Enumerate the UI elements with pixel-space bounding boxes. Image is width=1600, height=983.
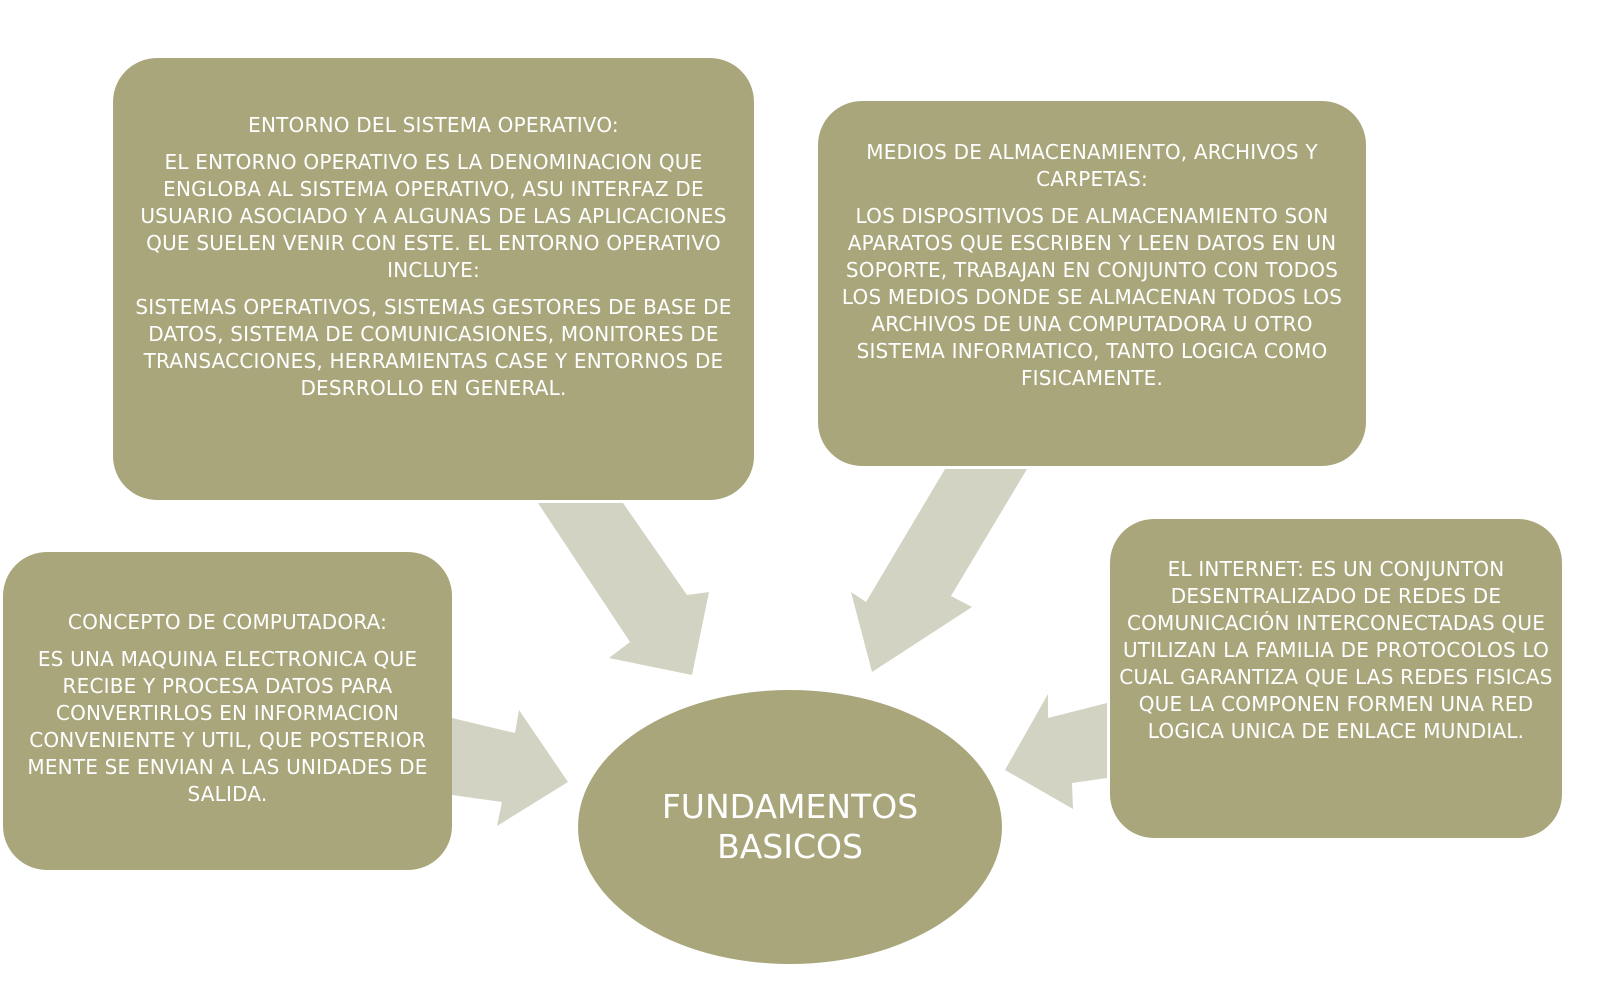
arrow-medios-to-center bbox=[851, 469, 1027, 672]
node-concepto-computadora: CONCEPTO DE COMPUTADORA: ES UNA MAQUINA … bbox=[3, 552, 452, 870]
arrow-internet-to-center bbox=[1005, 694, 1107, 809]
node-medios-almacenamiento: MEDIOS DE ALMACENAMIENTO, ARCHIVOS Y CAR… bbox=[818, 101, 1366, 466]
node-entorno-extra: SISTEMAS OPERATIVOS, SISTEMAS GESTORES D… bbox=[135, 295, 732, 400]
node-medios-title: MEDIOS DE ALMACENAMIENTO, ARCHIVOS Y CAR… bbox=[866, 140, 1318, 191]
arrow-computadora-to-center bbox=[452, 710, 568, 826]
arrow-entorno-to-center bbox=[538, 503, 709, 675]
node-entorno-body: EL ENTORNO OPERATIVO ES LA DENOMINACION … bbox=[140, 150, 727, 282]
center-node-fundamentos: FUNDAMENTOS BASICOS bbox=[578, 690, 1002, 964]
node-medios-body: LOS DISPOSITIVOS DE ALMACENAMIENTO SON A… bbox=[841, 204, 1343, 390]
node-internet-body: EL INTERNET: ES UN CONJUNTON DESENTRALIZ… bbox=[1119, 557, 1553, 743]
node-computadora-body: ES UNA MAQUINA ELECTRONICA QUE RECIBE Y … bbox=[27, 647, 428, 806]
center-node-label: FUNDAMENTOS BASICOS bbox=[661, 787, 919, 866]
node-internet: EL INTERNET: ES UN CONJUNTON DESENTRALIZ… bbox=[1110, 519, 1562, 838]
node-entorno-sistema-operativo: ENTORNO DEL SISTEMA OPERATIVO: EL ENTORN… bbox=[113, 58, 754, 500]
node-computadora-title: CONCEPTO DE COMPUTADORA: bbox=[67, 610, 388, 634]
node-entorno-title: ENTORNO DEL SISTEMA OPERATIVO: bbox=[248, 113, 619, 137]
